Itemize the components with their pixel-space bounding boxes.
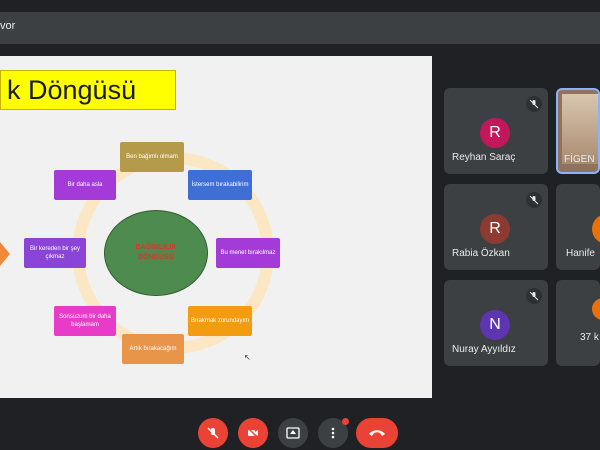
top-strip	[0, 0, 600, 12]
participant-tile[interactable]: Hanife	[556, 184, 600, 270]
mouse-cursor-icon: ↖	[244, 353, 251, 362]
avatar	[592, 214, 600, 244]
participant-tile-active[interactable]: FİGEN	[556, 88, 600, 174]
cycle-node: İstersem bırakabilirim	[188, 170, 252, 200]
participant-tile[interactable]: 37 k	[556, 280, 600, 366]
camera-toggle-button[interactable]	[238, 418, 268, 448]
avatar: R	[480, 118, 510, 148]
presentation-bar	[0, 12, 600, 44]
more-vert-icon	[331, 427, 335, 439]
presenter-label: vor	[0, 20, 16, 32]
camera-off-icon	[247, 427, 259, 439]
cycle-center-label: BAĞIMLILIK DÖNGÜSÜ	[135, 244, 177, 261]
present-button[interactable]	[278, 418, 308, 448]
cycle-node: Bir daha asla	[54, 170, 116, 200]
cycle-node: Sonsuzum bir daha başlamam	[54, 306, 116, 336]
cycle-node: Bu menet bırakılmaz	[216, 238, 280, 268]
notification-dot	[342, 418, 349, 425]
avatar	[592, 298, 600, 320]
cycle-node-label: Sonsuzum bir daha başlamam	[59, 314, 111, 328]
cycle-center: BAĞIMLILIK DÖNGÜSÜ	[104, 210, 208, 296]
others-count: 37 k	[580, 332, 599, 343]
participant-name: Nuray Ayyıldız	[452, 344, 516, 355]
cycle-node-label: Bir kereden bir şey çıkmaz	[29, 246, 81, 260]
cycle-node-label: Artık bırakacağım	[129, 346, 177, 352]
call-controls	[0, 410, 600, 450]
cycle-node-label: Bırakmak zorundayım	[190, 318, 250, 324]
participant-tile[interactable]: N Nuray Ayyıldız	[444, 280, 548, 366]
participant-name: Rabia Özkan	[452, 248, 510, 259]
participant-tile[interactable]: R Rabia Özkan	[444, 184, 548, 270]
participant-video	[562, 94, 598, 164]
cycle-node-label: İstersem bırakabilirim	[191, 182, 249, 188]
slide-title: k Döngüsü	[7, 75, 137, 105]
cycle-node: Bırakmak zorundayım	[188, 306, 252, 336]
cycle-node-label: Ben bağımlı olmam	[126, 154, 178, 160]
mic-toggle-button[interactable]	[198, 418, 228, 448]
hang-up-icon	[369, 430, 385, 436]
cycle-node-label: Bir daha asla	[67, 182, 103, 188]
present-icon	[286, 427, 300, 439]
mic-off-icon	[207, 427, 219, 439]
shared-slide: k Döngüsü BAĞIMLILIK DÖNGÜSÜ Ben bağımlı…	[0, 56, 432, 398]
cycle-node: Bir kereden bir şey çıkmaz	[24, 238, 86, 268]
slide-title-box: k Döngüsü	[0, 70, 176, 110]
more-options-button[interactable]	[318, 418, 349, 448]
leave-call-button[interactable]	[356, 418, 398, 448]
mic-off-icon	[526, 96, 542, 112]
participant-name: Reyhan Saraç	[452, 152, 516, 163]
mic-off-icon	[526, 192, 542, 208]
cycle-node-label: Bu menet bırakılmaz	[220, 250, 276, 256]
mic-off-icon	[526, 288, 542, 304]
cycle-node: Artık bırakacağım	[122, 334, 184, 364]
cycle-node: Ben bağımlı olmam	[120, 142, 184, 172]
avatar: N	[480, 310, 510, 340]
participant-tile[interactable]: R Reyhan Saraç	[444, 88, 548, 174]
left-arrow-shape	[0, 242, 10, 266]
avatar: R	[480, 214, 510, 244]
participant-name: FİGEN	[564, 154, 595, 165]
participant-name: Hanife	[566, 248, 595, 259]
